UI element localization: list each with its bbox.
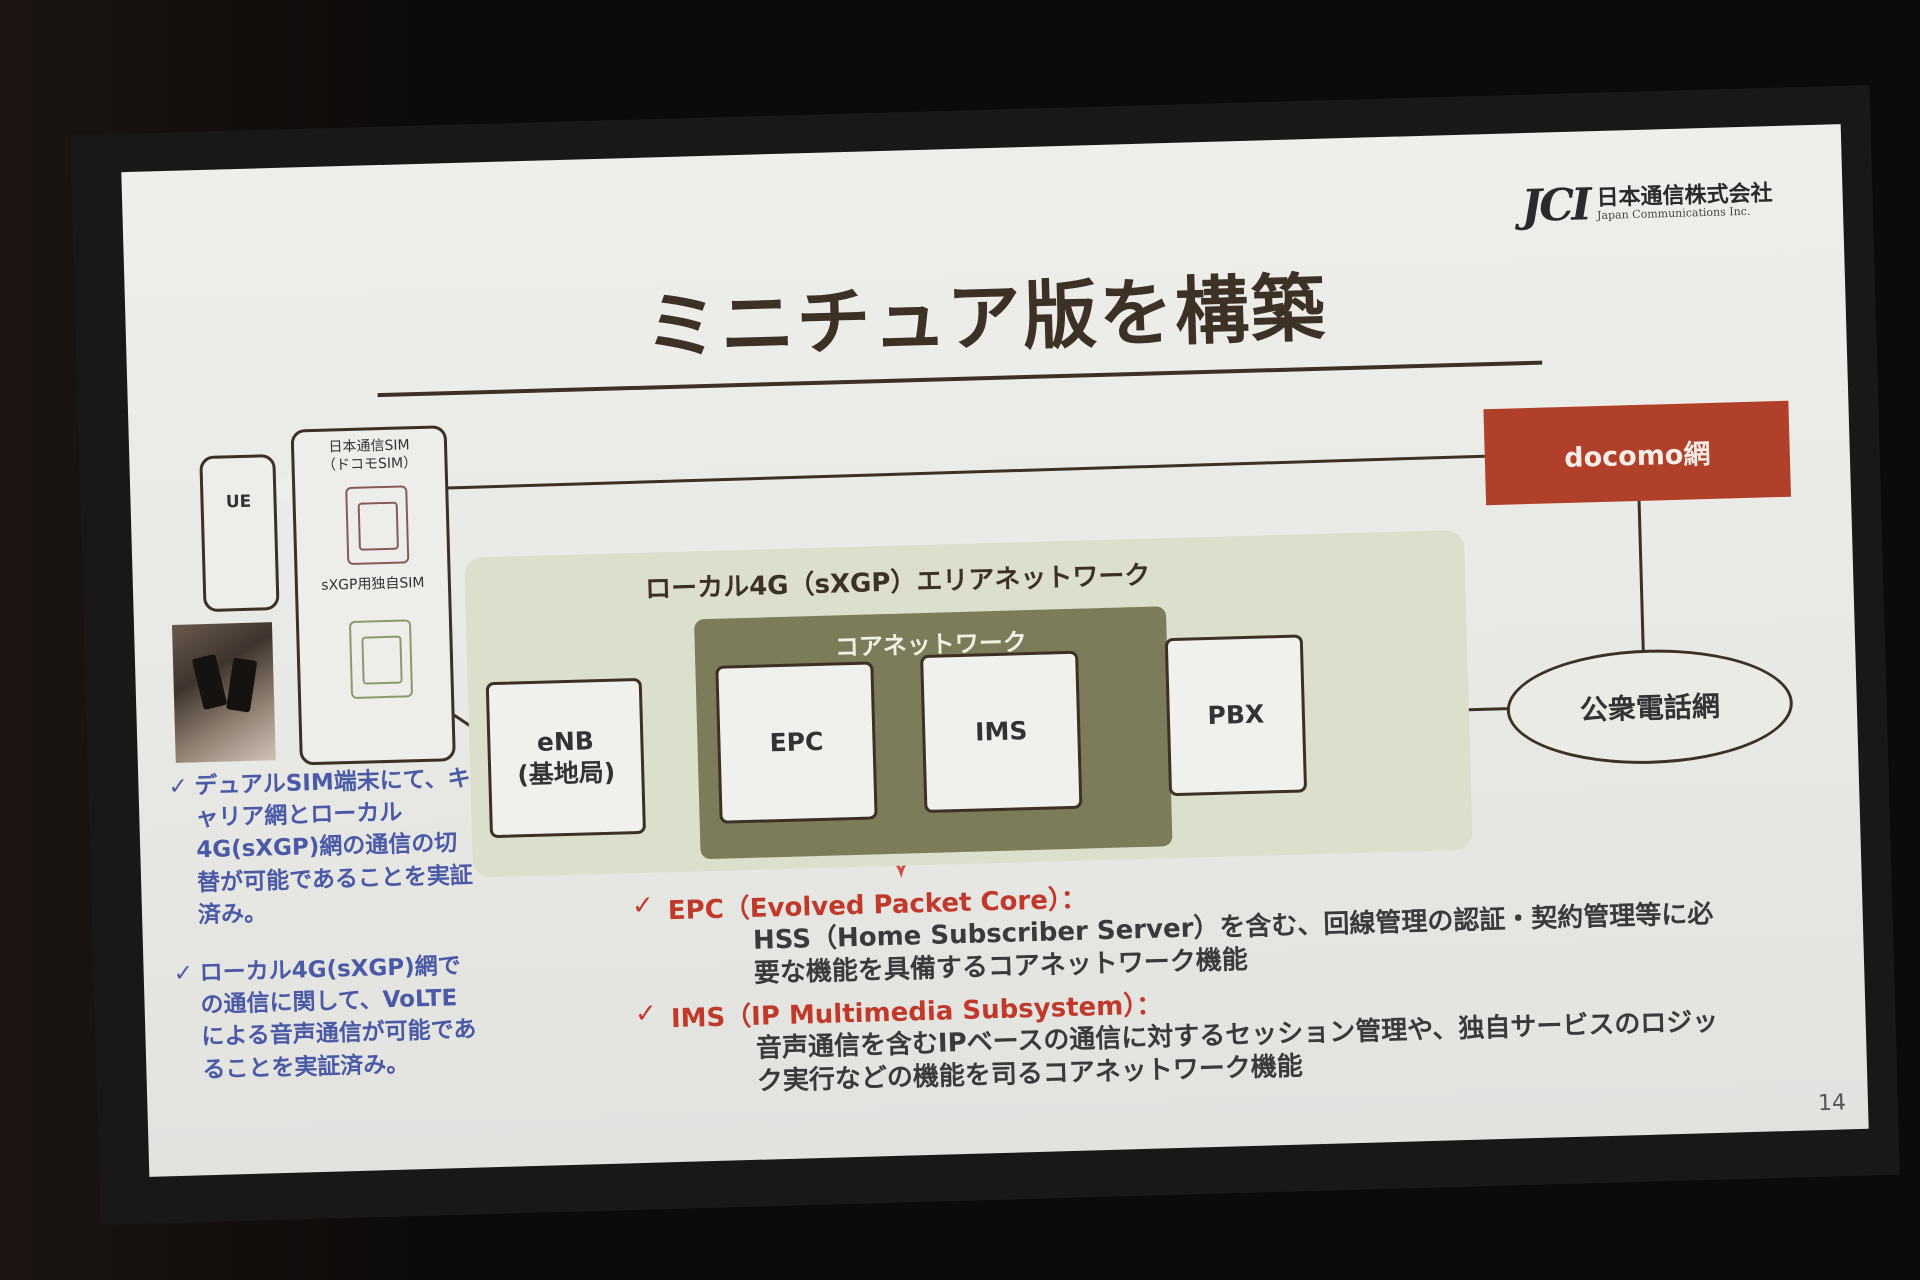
page-number: 14 [1817,1090,1847,1117]
wire-sim1-docomo [356,454,1485,493]
sim1-label: 日本通信SIM （ドコモSIM） [321,437,418,474]
enb-node: eNB (基地局) [485,677,646,839]
note-text: ローカル4G(sXGP)網での通信に関して、VoLTEによる音声通信が可能である… [199,952,477,1083]
note-item: ✓ デュアルSIM端末にて、キャリア網とローカル4G(sXGP)網の通信の切替が… [168,763,477,932]
demo-photo [171,622,276,763]
sim1-card-icon [345,485,410,566]
photo-phone-1 [191,653,228,711]
photo-phone-2 [226,657,258,713]
area-label: ローカル4G（sXGP）エリアネットワーク [644,560,1151,605]
note-text: デュアルSIM端末にて、キャリア網とローカル4G(sXGP)網の通信の切替が可能… [194,765,474,929]
pbx-node: PBX [1164,634,1308,797]
presentation-slide: JCI 日本通信株式会社 Japan Communications Inc. ミ… [121,124,1869,1177]
sim2-card-icon [348,619,414,699]
check-icon: ✓ [631,890,655,922]
wire-docomo-public [1637,500,1645,651]
note-item: ✓ ローカル4G(sXGP)網での通信に関して、VoLTEによる音声通信が可能で… [173,949,481,1086]
docomo-network: docomo網 [1483,400,1792,506]
ims-node: IMS [920,650,1083,814]
sim-panel: 日本通信SIM （ドコモSIM） sXGP用独自SIM [290,425,456,766]
callout-pointer [270,472,293,513]
component-descriptions: ✓ EPC（Evolved Packet Core）： HSS（Home Sub… [632,861,1738,1108]
check-icon: ✓ [634,998,658,1030]
check-icon: ✓ [173,960,194,987]
sim2-label: sXGP用独自SIM [321,574,425,594]
result-notes: ✓ デュアルSIM端末にて、キャリア網とローカル4G(sXGP)網の通信の切替が… [168,763,482,1113]
epc-node: EPC [715,661,878,824]
ue-label: UE [225,491,252,513]
ue-phone: UE [199,454,280,613]
